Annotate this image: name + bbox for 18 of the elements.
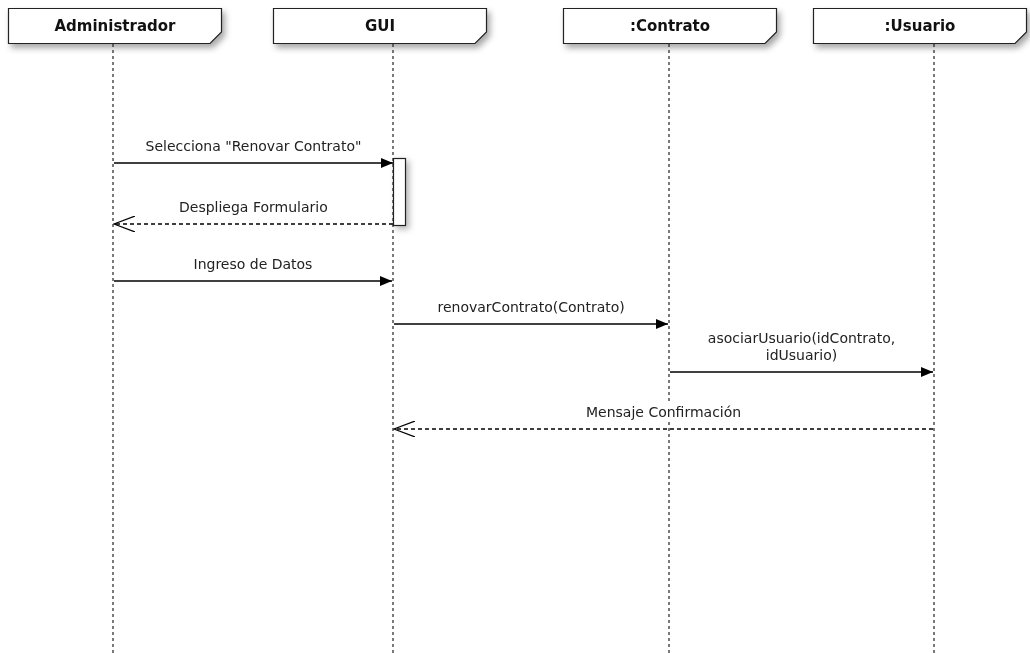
message-label: renovarContrato(Contrato) [435, 299, 627, 316]
lifeline [668, 44, 670, 653]
message-arrow [113, 158, 394, 168]
lifeline-header: GUI [273, 8, 487, 44]
lifeline-header: Administrador [8, 8, 222, 44]
message-arrow [669, 367, 934, 377]
return-message-arrow [393, 420, 934, 438]
message-label: Ingreso de Datos [191, 256, 315, 273]
lifeline-header: :Contrato [563, 8, 777, 44]
lifeline [933, 44, 935, 653]
message-arrow [113, 276, 393, 286]
return-message-arrow [113, 215, 394, 233]
lifeline [392, 44, 394, 653]
lifeline [112, 44, 114, 653]
activation-bar [393, 158, 406, 226]
message-label: Despliega Formulario [177, 199, 330, 216]
lifeline-header: :Usuario [813, 8, 1027, 44]
message-arrow [393, 319, 669, 329]
